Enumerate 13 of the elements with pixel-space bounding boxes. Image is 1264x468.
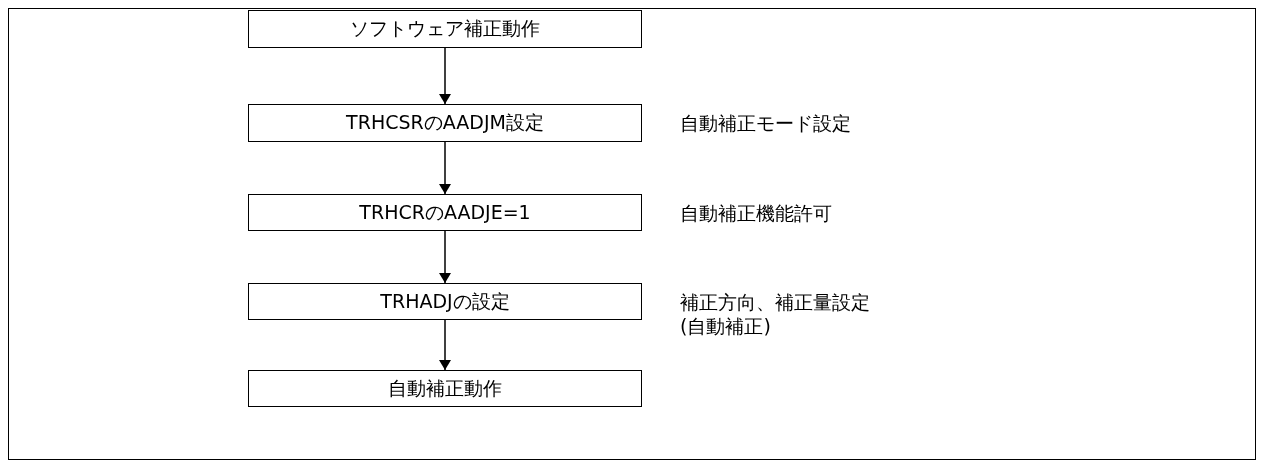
arrow <box>439 141 451 195</box>
arrow <box>439 230 451 284</box>
arrow <box>439 319 451 371</box>
process-box: TRHCSRのAADJM設定 <box>248 104 642 142</box>
process-box: TRHADJの設定 <box>248 283 642 320</box>
arrow <box>439 47 451 105</box>
process-box: TRHCRのAADJE=1 <box>248 194 642 231</box>
note-text: 自動補正モード設定 <box>680 111 851 135</box>
note-text: 補正方向、補正量設定 <box>680 290 870 314</box>
process-box: ソフトウェア補正動作 <box>248 10 642 48</box>
note-text: 自動補正機能許可 <box>680 201 832 225</box>
note-text: (自動補正) <box>680 314 771 338</box>
process-box: 自動補正動作 <box>248 370 642 407</box>
